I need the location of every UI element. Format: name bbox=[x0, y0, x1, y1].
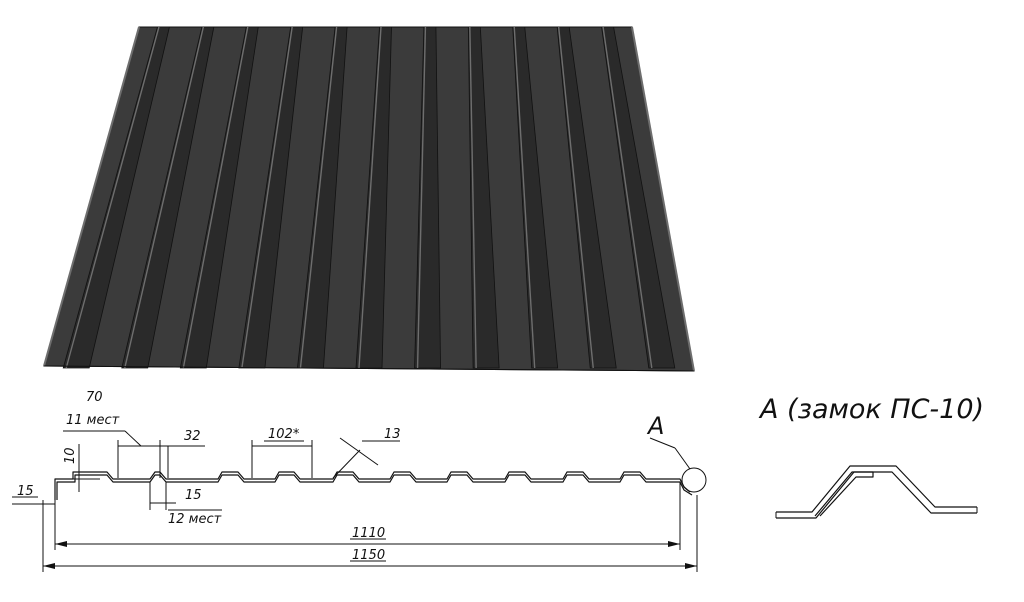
sheet-rib-highlight bbox=[469, 26, 477, 369]
dim-1150-arrow-right bbox=[685, 563, 697, 569]
sheet-rib-highlight bbox=[65, 26, 160, 369]
profile-outline-bottom bbox=[56, 474, 693, 500]
lock-inner-profile bbox=[776, 471, 977, 519]
dim-102-label: 102* bbox=[268, 427, 300, 442]
dim-1150-arrow-left bbox=[43, 563, 55, 569]
sheet-rib-highlight bbox=[513, 26, 536, 369]
dim-13-label: 13 bbox=[384, 427, 401, 442]
sheet-rib-highlight bbox=[124, 26, 205, 369]
dim-1110-arrow-left bbox=[55, 541, 67, 547]
lock-outer-profile bbox=[776, 465, 977, 513]
dim-12-mest-label: 12 мест bbox=[168, 512, 222, 527]
dim-11-mest-label: 11 мест bbox=[66, 413, 120, 428]
dim-70-label: 70 bbox=[86, 390, 103, 405]
detail-title: A (замок ПС-10) bbox=[758, 394, 984, 425]
sheet-side-edge bbox=[631, 26, 695, 372]
sheet-ribs bbox=[43, 26, 695, 372]
dim-70-leader-arrow bbox=[124, 430, 142, 447]
lock-fold-profile bbox=[814, 471, 874, 517]
sheet-side-edge bbox=[43, 26, 140, 367]
dim-1150-label: 1150 bbox=[352, 548, 385, 563]
dim-15-left-label: 15 bbox=[17, 484, 34, 499]
dim-1110-arrow-right bbox=[668, 541, 680, 547]
dim-10-label: 10 bbox=[63, 447, 78, 464]
sheet-rib-highlight bbox=[241, 26, 293, 369]
dim-32-label: 32 bbox=[184, 429, 201, 444]
dim-15-mid-label: 15 bbox=[185, 488, 202, 503]
lock-detail-circle bbox=[681, 467, 707, 493]
profile-outline-top bbox=[54, 471, 691, 500]
lock-leader-shelf bbox=[649, 437, 676, 449]
sheet-rib-highlight bbox=[299, 26, 338, 369]
sheet-rib bbox=[601, 26, 676, 369]
sheet-rib bbox=[467, 26, 500, 369]
sheet-rib-highlight bbox=[182, 26, 249, 369]
sheet-rib-highlight bbox=[416, 26, 427, 369]
dim-13-ext bbox=[332, 449, 361, 479]
sheet-rib-highlight bbox=[358, 26, 382, 369]
sheet-rib-highlight bbox=[557, 26, 594, 369]
sheet-rib bbox=[556, 26, 617, 369]
profile-cross-section: 70 11 мест 32 102* 13 10 15 15 12 мест 1… bbox=[12, 390, 707, 572]
sheet-rib-highlight bbox=[602, 26, 653, 369]
lock-detail-view: A (замок ПС-10) bbox=[758, 394, 984, 519]
callout-letter: A bbox=[646, 412, 664, 440]
sheet-front-edge bbox=[43, 365, 695, 372]
sheet-rib bbox=[414, 26, 441, 369]
sheet-rib bbox=[512, 26, 559, 369]
profiled-sheet-3d-view bbox=[43, 26, 695, 372]
dim-1110-label: 1110 bbox=[352, 526, 385, 541]
lock-leader bbox=[674, 447, 691, 470]
